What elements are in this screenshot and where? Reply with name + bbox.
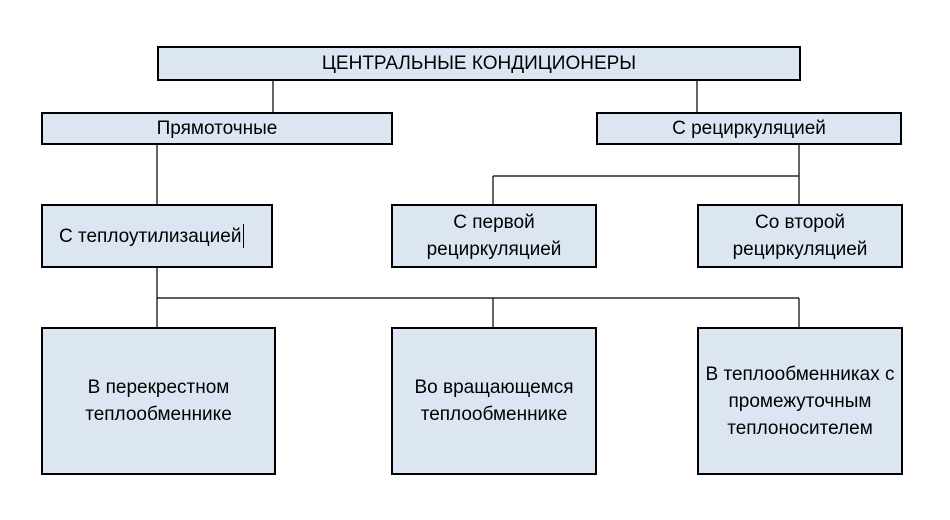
node-label: ЦЕНТРАЛЬНЫЕ КОНДИЦИОНЕРЫ bbox=[321, 53, 637, 74]
node-rotary-heat-exchanger: Во вращающемся теплообменнике bbox=[391, 327, 597, 475]
node-label: В перекрестном теплообменнике bbox=[85, 377, 232, 425]
node-central-air-conditioners: ЦЕНТРАЛЬНЫЕ КОНДИЦИОНЕРЫ bbox=[157, 46, 801, 81]
node-label: С рециркуляцией bbox=[672, 118, 826, 139]
node-label: Со второй рециркуляцией bbox=[732, 212, 868, 260]
node-label: Во вращающемся теплообменнике bbox=[414, 377, 574, 425]
node-cross-heat-exchanger: В перекрестном теплообменнике bbox=[41, 327, 276, 475]
node-label: Прямоточные bbox=[156, 118, 278, 139]
node-first-recirculation: С первой рециркуляцией bbox=[391, 204, 597, 268]
node-with-recirculation: С рециркуляцией bbox=[596, 112, 902, 145]
node-intermediate-coolant-heat-exchangers: В теплообменниках с промежуточным теплон… bbox=[697, 327, 903, 475]
node-label: С первой рециркуляцией bbox=[426, 212, 562, 260]
node-direct-flow: Прямоточные bbox=[41, 112, 393, 145]
node-heat-recovery: С теплоутилизацией bbox=[41, 204, 273, 268]
node-label: С теплоутилизацией bbox=[43, 223, 250, 250]
node-second-recirculation: Со второй рециркуляцией bbox=[697, 204, 903, 268]
text-cursor bbox=[243, 223, 245, 248]
node-label: В теплообменниках с промежуточным теплон… bbox=[705, 363, 895, 439]
